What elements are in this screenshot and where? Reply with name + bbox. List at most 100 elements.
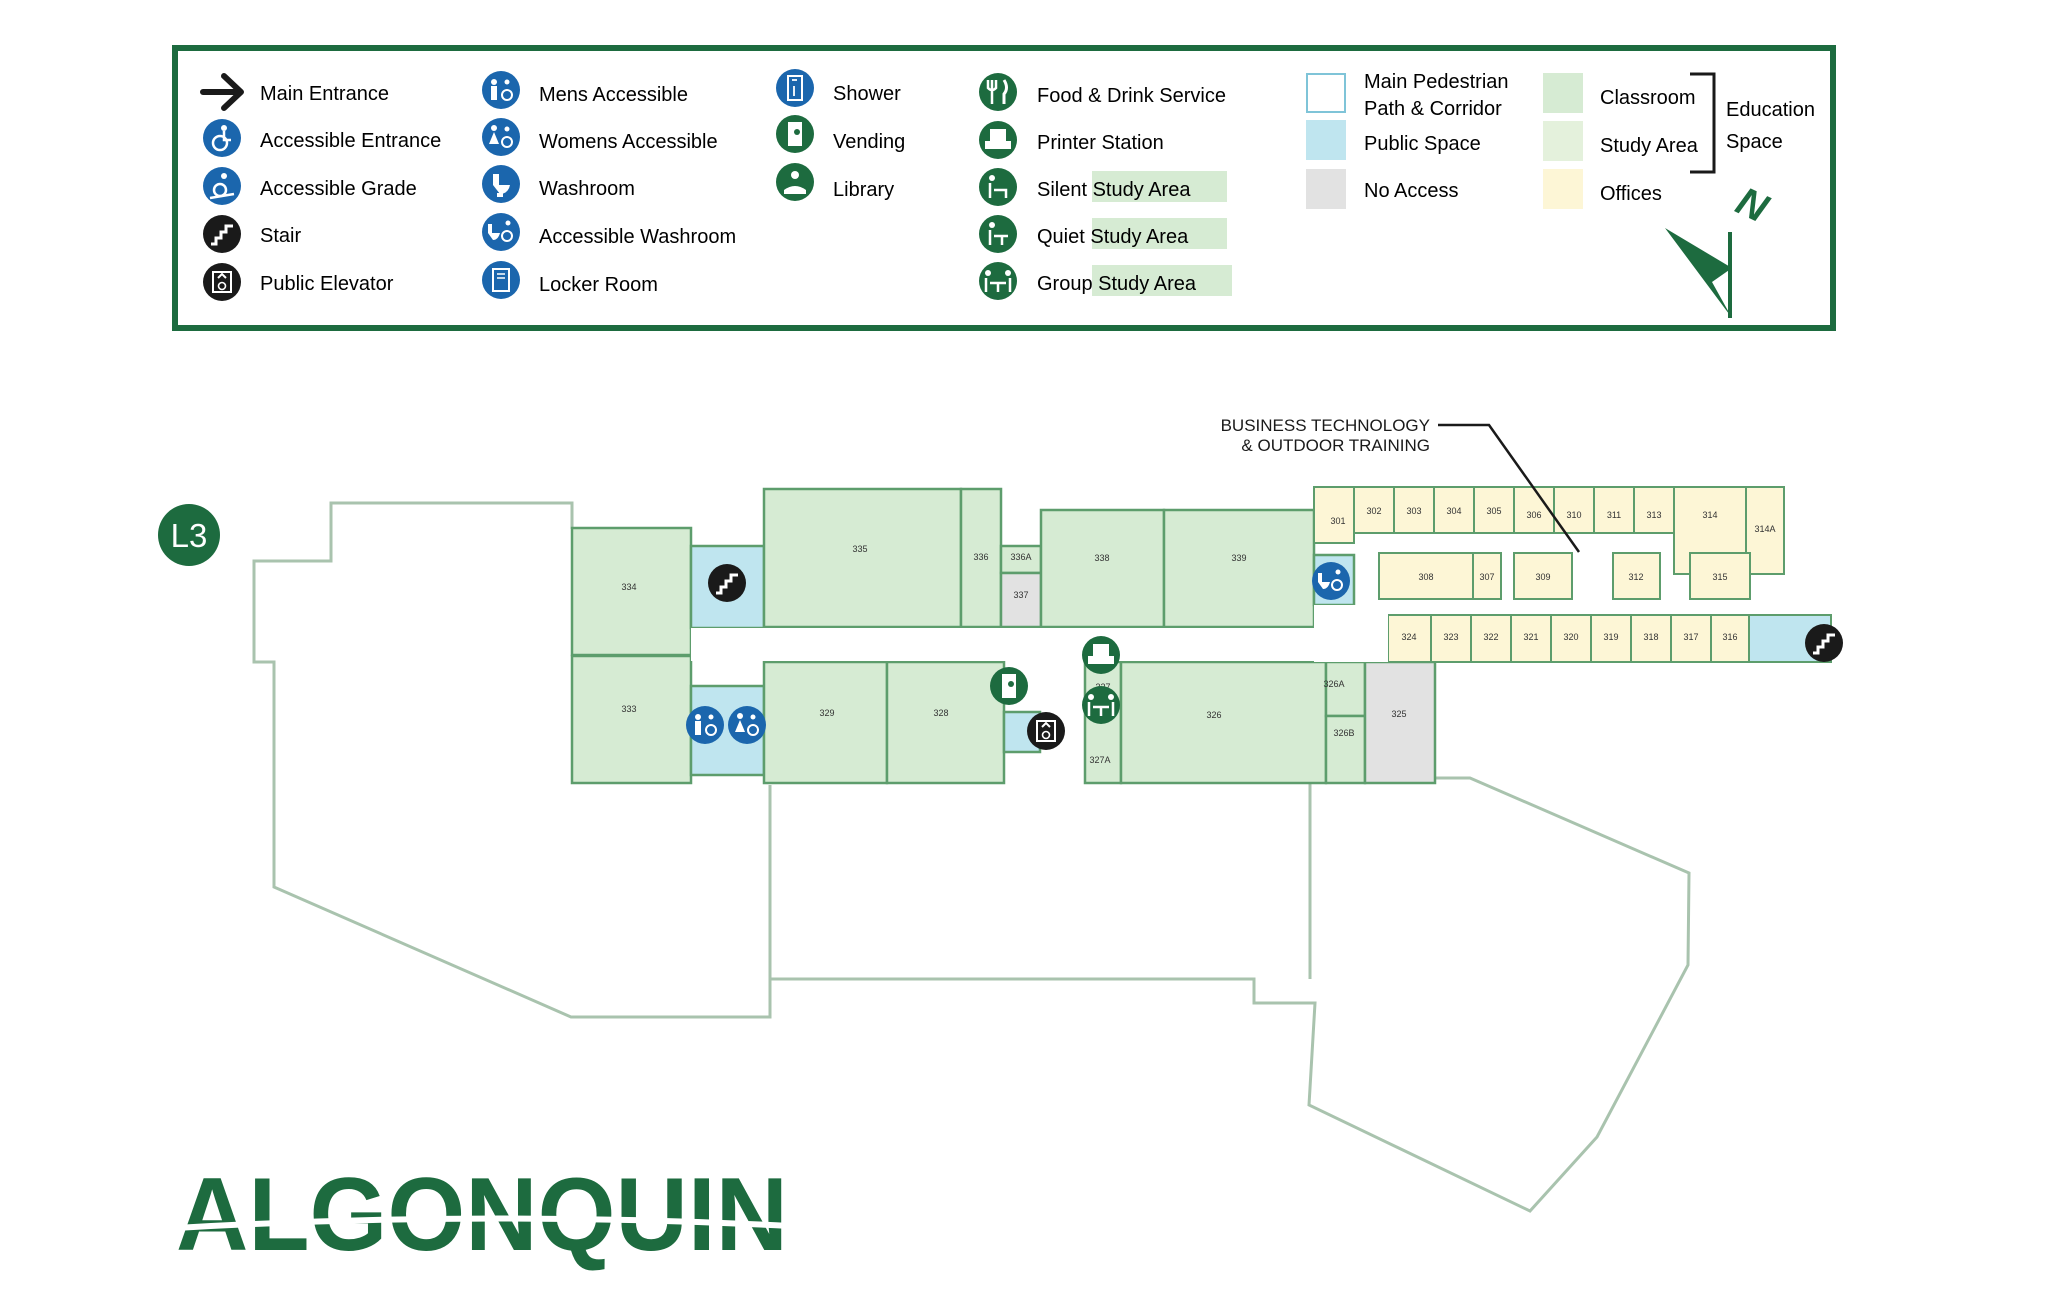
vending-icon (990, 667, 1028, 705)
stair-icon (203, 215, 241, 253)
legend-washroom: Washroom (482, 165, 635, 203)
room-307 (1472, 552, 1502, 600)
room-label: 312 (1628, 572, 1643, 582)
room-label: 326 (1206, 710, 1221, 720)
legend-label: Stair (260, 225, 301, 247)
room-302 (1353, 486, 1395, 534)
callout-line-2: & OUTDOOR TRAINING (1241, 436, 1430, 455)
legend-panel: Main Entrance Accessible Entrance Access… (172, 45, 1836, 331)
room-304 (1433, 486, 1475, 534)
legend-label: Public Elevator (260, 273, 394, 295)
legend-label: Accessible Washroom (539, 226, 736, 248)
logo-wordmark: ALGONQUIN (176, 1157, 788, 1273)
legend-label: Study Area (1090, 226, 1189, 248)
legend-accessible-washroom: Accessible Washroom (482, 213, 736, 251)
locker-icon (482, 261, 520, 299)
legend-label: Main Entrance (260, 83, 389, 105)
room-label: 335 (852, 544, 867, 554)
room-label: 314A (1754, 524, 1775, 534)
rooms-left (570, 487, 1437, 785)
toilet-icon (482, 165, 520, 203)
legend-main-path: Main Pedestrian Path & Corridor (1306, 71, 1509, 120)
room-305 (1473, 486, 1515, 534)
legend-printer-station: Printer Station (979, 121, 1164, 159)
legend-library: Library (776, 163, 894, 201)
room-322 (1470, 614, 1512, 663)
mens-accessible-icon (482, 71, 520, 109)
legend-locker-room: Locker Room (482, 261, 658, 299)
room-334 (570, 526, 693, 657)
printer-icon (979, 121, 1017, 159)
legend-label: Washroom (539, 178, 635, 200)
room-label: 326A (1323, 679, 1344, 689)
elevator-icon (203, 263, 241, 301)
room-label: 336A (1010, 552, 1031, 562)
room-label: 327A (1089, 755, 1110, 765)
elevator-icon (1027, 712, 1065, 750)
legend-classroom: Classroom (1543, 73, 1696, 113)
legend-label: Printer Station (1037, 132, 1164, 154)
legend-food-drink: Food & Drink Service (979, 73, 1226, 111)
library-icon (776, 163, 814, 201)
legend-label: Mens Accessible (539, 84, 688, 106)
room-label: 309 (1535, 572, 1550, 582)
room-328 (885, 660, 1006, 785)
room-label: 321 (1523, 632, 1538, 642)
room-335 (762, 487, 963, 629)
room-label: 322 (1483, 632, 1498, 642)
legend-label: Study Area (1093, 179, 1192, 201)
legend-label: Group (1037, 273, 1098, 295)
legend-mens-accessible: Mens Accessible (482, 71, 688, 109)
room-label: 316 (1722, 632, 1737, 642)
group-study-icon (979, 262, 1017, 300)
legend-label: Silent (1037, 179, 1093, 201)
stair-icon (708, 564, 746, 602)
legend-label: Locker Room (539, 274, 658, 296)
room-325 (1363, 660, 1437, 785)
mens-accessible-icon (686, 706, 724, 744)
room-label: 338 (1094, 553, 1109, 563)
legend-label: Library (833, 179, 894, 201)
room-338 (1039, 508, 1166, 629)
room-label: 318 (1643, 632, 1658, 642)
legend-label: Shower (833, 83, 901, 105)
room-label: 333 (621, 704, 636, 714)
room-label: 306 (1526, 510, 1541, 520)
quiet-study-icon (979, 215, 1017, 253)
legend-label: Main Pedestrian (1364, 71, 1509, 93)
legend-offices: Offices (1543, 169, 1662, 209)
callout-line-1: BUSINESS TECHNOLOGY (1221, 416, 1430, 435)
room-329 (762, 660, 889, 785)
room-label: 314 (1702, 510, 1717, 520)
printer-icon (1082, 636, 1120, 674)
room-label: 337 (1013, 590, 1028, 600)
room-label: 301 (1330, 516, 1345, 526)
shower-icon (776, 69, 814, 107)
legend-accessible-grade: Accessible Grade (203, 167, 417, 205)
room-326a (1324, 660, 1367, 718)
legend-stair: Stair (203, 215, 301, 253)
room-label: 325 (1391, 709, 1406, 719)
accessible-washroom-icon (1312, 562, 1350, 600)
group-study-icon (1082, 686, 1120, 724)
legend-label: Space (1726, 131, 1783, 153)
legend-label: Classroom (1600, 87, 1696, 109)
room-label: 329 (819, 708, 834, 718)
room-label: 326B (1333, 728, 1354, 738)
room-label: 307 (1479, 572, 1494, 582)
legend-silent-study: Silent Study Area (979, 168, 1227, 206)
room-label: 339 (1231, 553, 1246, 563)
room-label: 302 (1366, 506, 1381, 516)
level-label: L3 (171, 517, 208, 554)
legend-label: Public Space (1364, 133, 1481, 155)
room-label: 315 (1712, 572, 1727, 582)
legend-public-space: Public Space (1306, 120, 1481, 160)
legend-main-entrance: Main Entrance (200, 73, 389, 111)
room-326b (1324, 714, 1367, 785)
rooms-east (1313, 486, 1832, 663)
accessible-washroom-icon (482, 213, 520, 251)
legend-label: Accessible Entrance (260, 130, 441, 152)
room-label: 328 (933, 708, 948, 718)
